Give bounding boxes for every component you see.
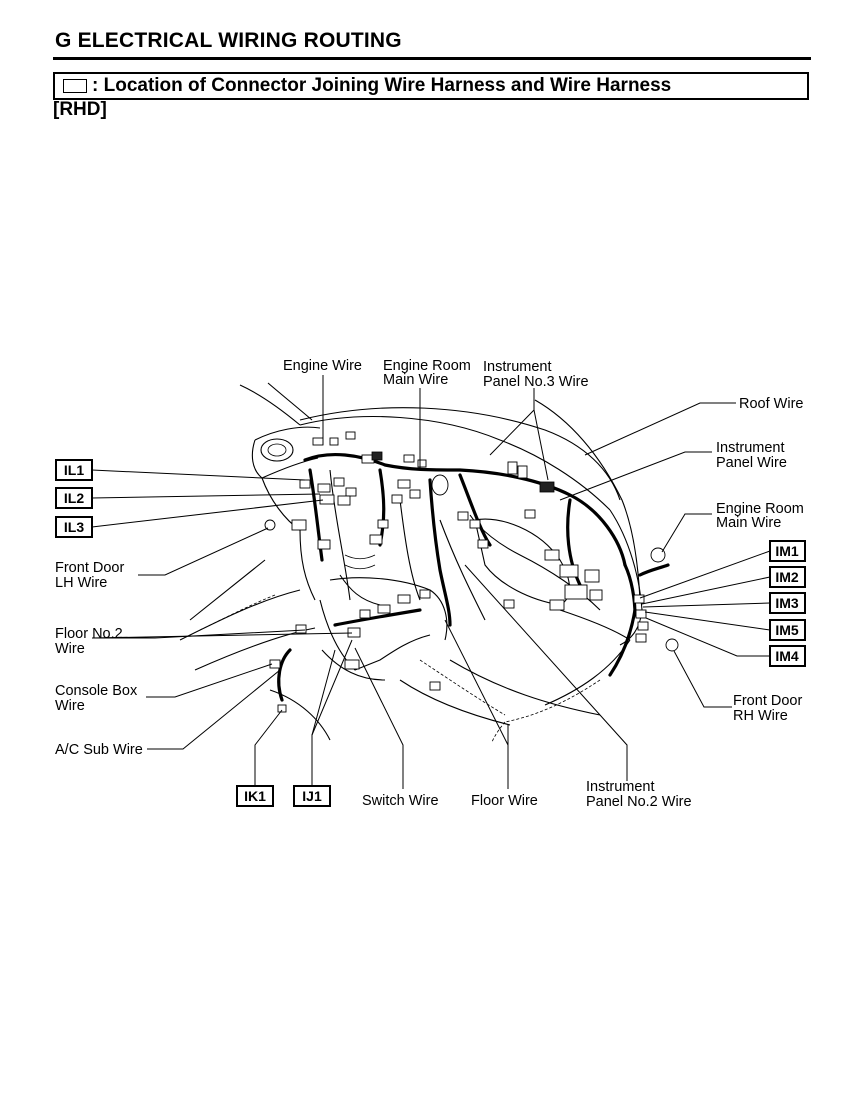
code-ik1-text: IK1 [244, 788, 266, 804]
label-console-box-2: Wire [55, 698, 85, 714]
label-floor-wire: Floor Wire [471, 793, 538, 809]
connector-code-im4: IM4 [769, 645, 806, 667]
connector-codes: IL1 IL2 IL3 IM1 IM2 IM3 IM5 IM4 [55, 459, 806, 807]
label-front-door-rh-1: Front Door [733, 693, 802, 709]
label-front-door-lh-1: Front Door [55, 560, 124, 576]
code-il2-text: IL2 [64, 490, 84, 506]
code-im1-text: IM1 [775, 543, 799, 559]
code-im2-text: IM2 [775, 569, 799, 585]
code-im3-text: IM3 [775, 595, 799, 611]
code-il1-text: IL1 [64, 462, 84, 478]
title-rule [53, 57, 811, 60]
label-engine-room-main-right-1: Engine Room [716, 501, 804, 517]
connector-code-im2: IM2 [769, 566, 806, 588]
label-ip-1: Instrument [716, 440, 785, 456]
label-floor-no2-1: Floor No.2 [55, 626, 123, 642]
label-engine-wire: Engine Wire [283, 358, 362, 374]
wire-labels: Engine Wire Engine Room Main Wire Instru… [55, 358, 804, 810]
connector-code-ij1: IJ1 [293, 785, 331, 807]
label-engine-room-main-right-2: Main Wire [716, 515, 781, 531]
label-ip2-1: Instrument [586, 779, 655, 795]
connector-code-im1: IM1 [769, 540, 806, 562]
dashed-wire-runs [199, 594, 601, 743]
label-ip3-2: Panel No.3 Wire [483, 374, 589, 390]
label-roof-wire: Roof Wire [739, 396, 803, 412]
label-engine-room-main-top-2: Main Wire [383, 372, 448, 388]
legend-text: : Location of Connector Joining Wire Har… [92, 75, 672, 96]
connector-code-il1: IL1 [55, 459, 93, 481]
connector-code-im5: IM5 [769, 619, 806, 641]
connector-blocks [264, 431, 679, 713]
label-front-door-rh-2: RH Wire [733, 708, 788, 724]
code-im5-text: IM5 [775, 622, 799, 638]
connector-code-im3: IM3 [769, 592, 806, 614]
connector-code-il3: IL3 [55, 516, 93, 538]
label-switch-wire: Switch Wire [362, 793, 439, 809]
connector-code-ik1: IK1 [236, 785, 274, 807]
code-im4-text: IM4 [775, 648, 799, 664]
label-ip2-2: Panel No.2 Wire [586, 794, 692, 810]
label-engine-room-main-top-1: Engine Room [383, 358, 471, 374]
label-ac-sub-wire: A/C Sub Wire [55, 742, 143, 758]
label-ip-2: Panel Wire [716, 455, 787, 471]
leader-lines [91, 375, 771, 789]
legend-bar: : Location of Connector Joining Wire Har… [53, 72, 809, 100]
code-il3-text: IL3 [64, 519, 84, 535]
code-ij1-text: IJ1 [302, 788, 322, 804]
label-floor-no2-2: Wire [55, 641, 85, 657]
label-front-door-lh-2: LH Wire [55, 575, 107, 591]
variant-label: [RHD] [53, 99, 107, 120]
connector-code-il2: IL2 [55, 487, 93, 509]
label-ip3-1: Instrument [483, 359, 552, 375]
harness-bundles [277, 452, 670, 702]
section-title: G ELECTRICAL WIRING ROUTING [55, 29, 402, 52]
label-console-box-1: Console Box [55, 683, 138, 699]
connector-symbol-icon [63, 79, 87, 93]
